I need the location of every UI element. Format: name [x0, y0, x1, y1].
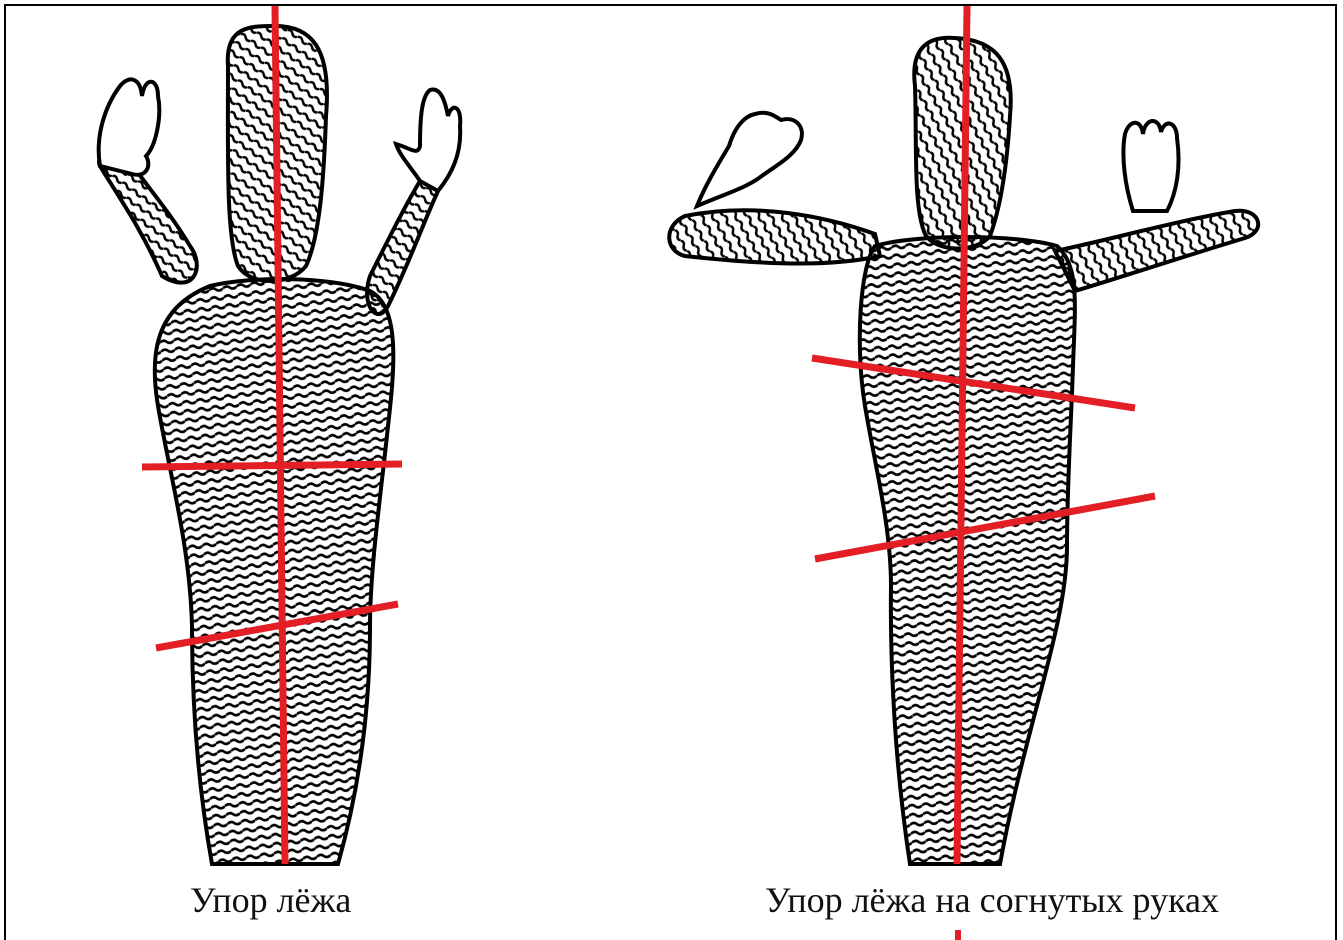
shoulder-line [142, 464, 402, 467]
posture-drawing-right [655, 6, 1295, 864]
caption-bent-arms-position: Упор лёжа на согнутых руках [765, 882, 1219, 918]
panel-push-up-position [70, 6, 500, 864]
caption-push-up-position: Упор лёжа [190, 882, 351, 918]
red-line-fragment [955, 930, 961, 940]
panel-bent-arms-position [655, 6, 1295, 864]
posture-drawing-left [70, 6, 500, 864]
